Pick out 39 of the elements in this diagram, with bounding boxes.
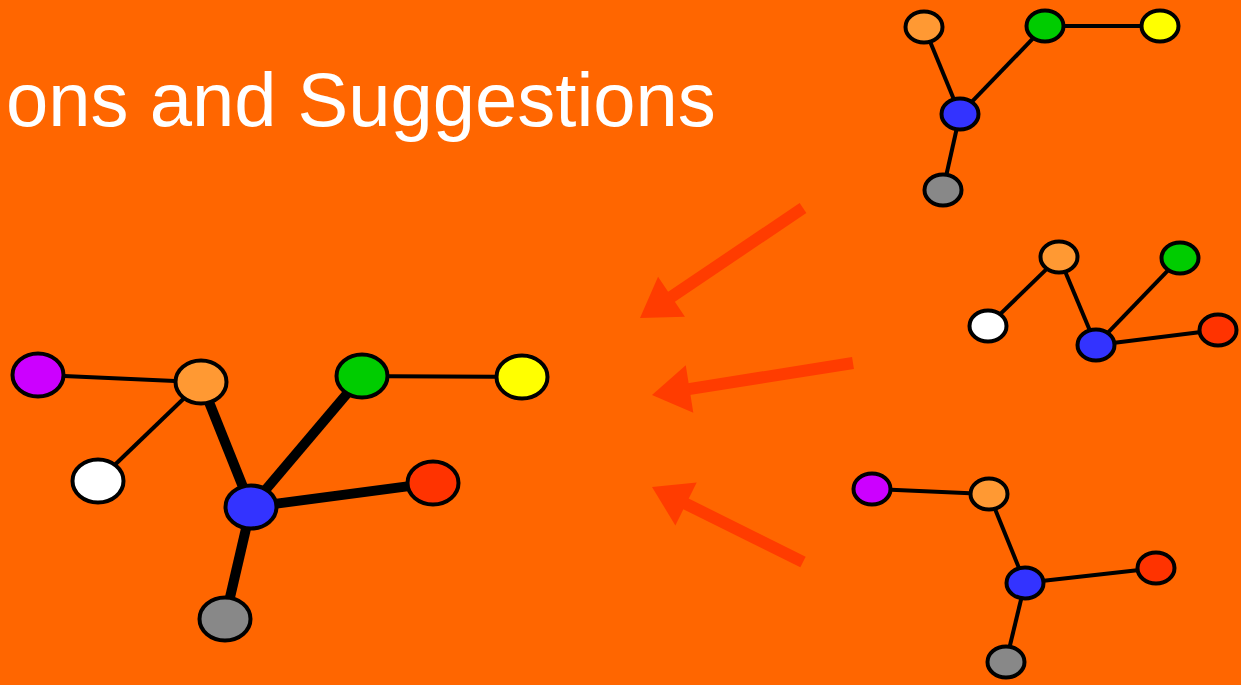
graph-node-circle: [334, 352, 390, 400]
graph-node-circle: [939, 96, 981, 132]
graph-node-circle: [903, 9, 945, 45]
connector-line: [262, 390, 351, 493]
graph-node-circle: [985, 644, 1027, 680]
connector-line: [970, 37, 1035, 103]
connector-line: [993, 508, 1021, 569]
connector-line: [225, 527, 251, 599]
graph-node-circle: [1024, 8, 1066, 44]
graph-node-circle: [1197, 312, 1239, 348]
graph-node-circle: [1004, 565, 1046, 601]
connector-line: [1063, 271, 1092, 331]
graph-node-circle: [1038, 239, 1080, 275]
graph-node-circle: [494, 353, 550, 401]
graph-node-circle: [197, 595, 253, 643]
graph-node-circle: [70, 457, 126, 505]
graph-node-circle: [1139, 8, 1181, 44]
connector-line: [388, 374, 496, 379]
graph-node-circle: [1075, 327, 1117, 363]
graph-node-circle: [173, 358, 229, 406]
connector-line: [928, 41, 956, 100]
connector-line: [944, 129, 959, 175]
graph-node-circle: [1135, 550, 1177, 586]
connector-line: [1106, 269, 1170, 334]
graph-node-circle: [922, 172, 964, 208]
graph-node-circle: [1159, 240, 1201, 276]
connector-line: [276, 481, 408, 509]
graph-node-circle: [968, 476, 1010, 512]
connector-line: [113, 397, 186, 466]
graph-node-circle: [851, 471, 893, 507]
graph-node-circle: [405, 459, 461, 507]
connector-line: [204, 401, 248, 488]
graph-node-circle: [967, 308, 1009, 344]
connector-line: [1007, 598, 1024, 647]
connector-line: [999, 267, 1048, 316]
graph-node-circle: [10, 351, 66, 399]
slide-title: ons and Suggestions: [6, 58, 716, 142]
graph-node-circle: [223, 483, 279, 531]
connector-line: [1064, 24, 1141, 28]
